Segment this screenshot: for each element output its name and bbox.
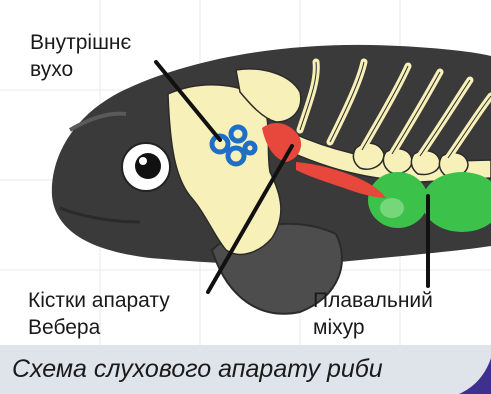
label-weber-bones-line-2: Вебера xyxy=(28,314,170,341)
fish-eye xyxy=(122,143,170,191)
label-weber-bones: Кістки апарату Вебера xyxy=(28,287,170,341)
label-inner-ear: Внутрішнє вухо xyxy=(30,29,131,83)
label-inner-ear-line-1: Внутрішнє xyxy=(30,29,131,56)
label-inner-ear-line-2: вухо xyxy=(30,56,131,83)
label-swim-bladder-line-1: Плавальний xyxy=(313,287,433,314)
label-weber-bones-line-1: Кістки апарату xyxy=(28,287,170,314)
corner-accent xyxy=(459,358,491,394)
label-swim-bladder-line-2: міхур xyxy=(313,314,433,341)
figure-caption: Схема слухового апарату риби xyxy=(12,352,383,386)
label-swim-bladder: Плавальний міхур xyxy=(313,287,433,341)
